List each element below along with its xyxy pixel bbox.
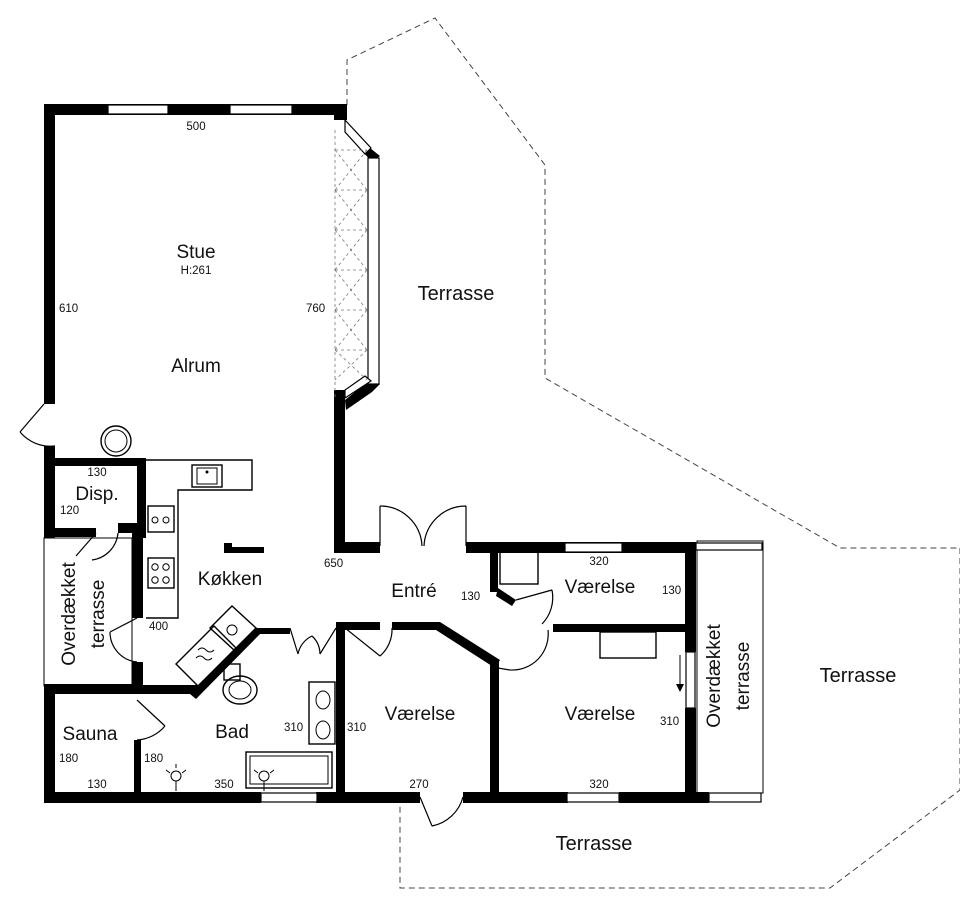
room-label-vaerelse-right: Værelse [565, 704, 636, 725]
room-label-terrasse-top: Terrasse [418, 283, 495, 305]
dim-kitchen-top: 650 [324, 558, 343, 570]
room-label-disp: Disp. [75, 484, 118, 505]
dim-stue-top: 500 [186, 121, 205, 133]
windows [107, 104, 763, 803]
stue-height: H:261 [181, 265, 212, 277]
room-label-vaerelse-top: Værelse [565, 577, 636, 598]
room-label-stue: Stue [176, 242, 215, 263]
doors [19, 403, 684, 827]
dim-sauna-bottom: 130 [87, 779, 106, 791]
dim-stue-right: 760 [306, 303, 325, 315]
room-label-terrasse-bottom: Terrasse [556, 833, 633, 855]
dim-vaerelse-top-right: 130 [662, 585, 681, 597]
terrace-outline-north [346, 17, 960, 549]
dim-bad-bottom: 350 [214, 779, 233, 791]
dim-bad-inner: 310 [284, 722, 303, 734]
room-label-vaerelse-mid: Værelse [385, 704, 456, 725]
bay-window [334, 118, 380, 410]
terrace-outline-east [399, 548, 960, 889]
fixtures [100, 425, 657, 791]
dim-vaerelse-top-width: 320 [589, 556, 608, 568]
dim-vaerelse-right-bottom: 320 [589, 779, 608, 791]
room-label-overdaekket-left-2: terrasse [88, 580, 109, 649]
dim-disp-left: 120 [60, 505, 79, 517]
dim-bad-left: 180 [144, 753, 163, 765]
room-label-overdaekket-right-2: terrasse [733, 642, 754, 711]
dim-kitchen-left: 400 [149, 621, 168, 633]
room-label-overdaekket-left-1: Overdækket [59, 562, 80, 666]
room-label-kokken: Køkken [198, 569, 262, 590]
room-label-bad: Bad [215, 722, 249, 743]
dim-entre-right: 130 [461, 591, 480, 603]
dim-stue-left: 610 [59, 303, 78, 315]
room-label-sauna: Sauna [63, 724, 118, 745]
room-label-terrasse-right: Terrasse [820, 665, 897, 687]
room-label-entre: Entré [391, 581, 436, 602]
room-label-alrum: Alrum [171, 356, 221, 377]
dim-vaerelse-right-side: 310 [660, 716, 679, 728]
dim-sauna-side: 180 [59, 753, 78, 765]
dim-vaerelse-mid-left: 310 [347, 722, 366, 734]
dim-disp-top: 130 [87, 467, 106, 479]
room-label-overdaekket-right-1: Overdækket [704, 624, 725, 728]
dim-vaerelse-mid-bottom: 270 [409, 779, 428, 791]
